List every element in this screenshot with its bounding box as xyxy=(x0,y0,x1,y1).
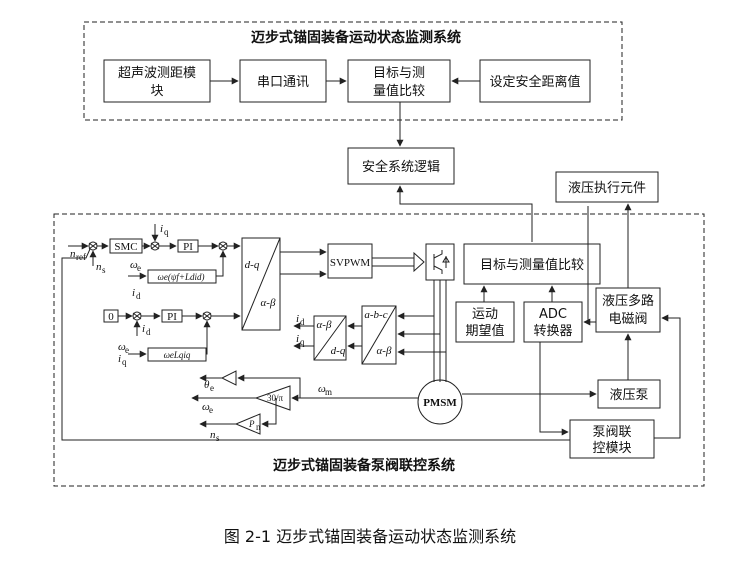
compare-top-label-1: 目标与测 xyxy=(373,66,425,81)
ab-bottom-label: d-q xyxy=(331,345,346,357)
figure-caption: 图 2-1 迈步式锚固装备运动状态监测系统 xyxy=(224,527,516,546)
pump-block xyxy=(597,379,661,409)
gain-30pi-label: 30/π xyxy=(267,393,284,403)
omega-e-label-3: ω xyxy=(202,401,210,413)
id-sub: d xyxy=(136,291,141,301)
dq-ab-transform xyxy=(241,237,281,331)
id-feedback-label: i xyxy=(142,323,145,335)
ultrasonic-label-2: 块 xyxy=(150,84,163,99)
pump-label: 液压泵 xyxy=(609,388,648,403)
adc-label-2: 转换器 xyxy=(533,324,572,339)
gain-30pi xyxy=(254,385,291,411)
top-system-frame xyxy=(83,21,623,121)
id-out-label: i xyxy=(296,313,299,325)
valve-label-2: 电磁阀 xyxy=(608,312,647,327)
inverter-block xyxy=(425,243,455,281)
decouple-2-label: ωeLqiq xyxy=(164,350,191,360)
gain-pn-sub: n xyxy=(256,422,261,432)
safety-logic-block xyxy=(347,147,455,185)
iq-sub-2: q xyxy=(122,357,127,367)
adc-block xyxy=(523,301,583,343)
motion-expect-label-2: 期望值 xyxy=(465,323,504,339)
hydraulic-actuator-label: 液压执行元件 xyxy=(568,181,646,196)
n-s-label: n xyxy=(96,261,102,273)
omega-e-sub-3: e xyxy=(209,405,213,415)
pump-valve-module xyxy=(569,419,655,459)
ultrasonic-label-1: 超声波测距模 xyxy=(118,66,196,81)
n-ref-label: n xyxy=(70,248,76,260)
dq-top-label: d-q xyxy=(245,259,260,271)
set-distance-label: 设定安全距离值 xyxy=(489,74,580,90)
adc-label-1: ADC xyxy=(539,307,567,322)
ab-top-label: α-β xyxy=(317,319,332,331)
omega-m-label: ω xyxy=(318,383,326,395)
theta-e-sub: e xyxy=(210,383,214,393)
omega-e-label-1: ω xyxy=(130,259,138,271)
abc-bottom-label: α-β xyxy=(377,345,392,357)
motion-expect-label-1: 运动 xyxy=(472,307,498,322)
pmsm-motor xyxy=(417,379,463,425)
compare-top-label-2: 量值比较 xyxy=(373,83,425,99)
pi-q-label: PI xyxy=(183,241,193,253)
gain-pn xyxy=(234,413,261,435)
pump-valve-label-1: 泵阀联 xyxy=(592,425,631,440)
abc-ab-transform xyxy=(361,305,397,365)
pmsm-label: PMSM xyxy=(423,397,457,409)
id-feedback-sub: d xyxy=(146,327,151,337)
hydraulic-actuator-block xyxy=(555,171,659,203)
top-system-title: 迈步式锚固装备运动状态监测系统 xyxy=(251,29,461,46)
id-label: i xyxy=(132,287,135,299)
gain-pn-label: P xyxy=(248,419,255,429)
decouple-1-label: ωe(ψf+Ldid) xyxy=(157,272,204,282)
svpwm-block xyxy=(327,243,373,279)
n-s-label-2: n xyxy=(210,429,216,441)
safety-logic-label: 安全系统逻辑 xyxy=(362,159,440,175)
target-compare-label: 目标与测量值比较 xyxy=(480,257,584,273)
omega-m-sub: m xyxy=(325,387,332,397)
n-ref-sub: ref xyxy=(76,252,86,262)
omega-e-sub-1: e xyxy=(137,263,141,273)
motion-expect-block xyxy=(455,301,515,343)
bottom-system-title: 迈步式锚固装备泵阀联控系统 xyxy=(273,457,455,474)
pump-valve-label-2: 控模块 xyxy=(592,441,631,456)
compare-block-top xyxy=(347,59,451,103)
serial-label: 串口通讯 xyxy=(257,75,309,90)
svpwm-label: SVPWM xyxy=(330,257,371,269)
bottom-system-frame xyxy=(53,213,705,487)
id-out-sub: d xyxy=(300,317,305,327)
omega-e-label-2: ω xyxy=(118,341,126,353)
omega-e-sub-2: e xyxy=(125,345,129,355)
iq-ref-label: i xyxy=(160,223,163,235)
iq-out-sub: q xyxy=(300,337,305,347)
abc-top-label: a-b-c xyxy=(364,309,387,321)
pi-d-label: PI xyxy=(167,311,177,323)
theta-e-label: θ xyxy=(204,379,210,391)
iq-ref-sub: q xyxy=(164,227,169,237)
zero-label: 0 xyxy=(108,311,114,323)
valve-label-1: 液压多路 xyxy=(602,293,654,309)
smc-label: SMC xyxy=(114,241,137,253)
target-compare-block xyxy=(463,243,601,285)
iq-out-label: i xyxy=(296,333,299,345)
ab-dq-transform xyxy=(313,315,347,361)
n-s-sub: s xyxy=(102,265,106,275)
iq-label-2: i xyxy=(118,353,121,365)
n-s-sub-2: s xyxy=(216,433,220,443)
dq-bottom-label: α-β xyxy=(261,297,276,309)
